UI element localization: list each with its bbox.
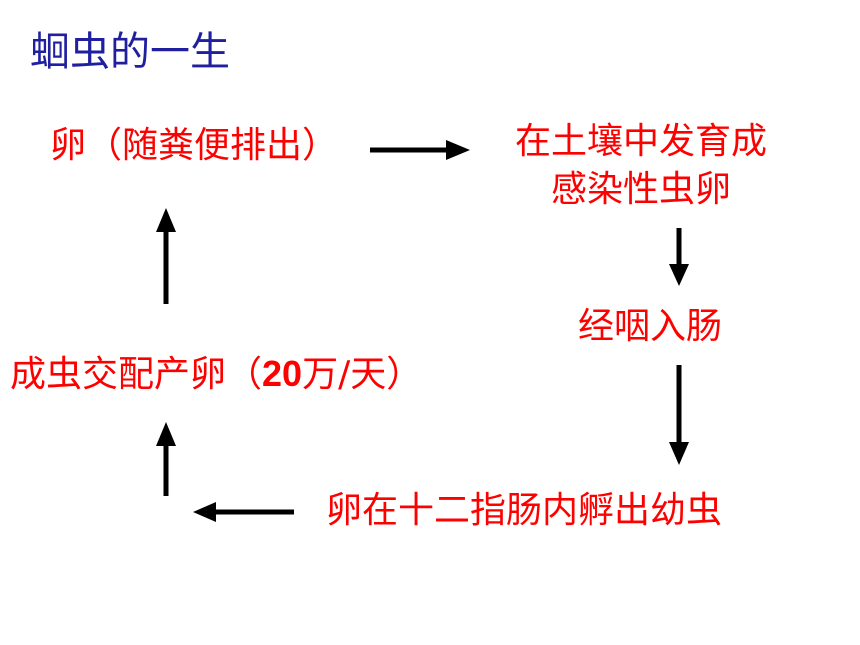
arrow-up-to-egg (156, 208, 176, 304)
arrow-down-to-pharynx (669, 228, 689, 286)
node-soil-line2: 感染性虫卵 (550, 169, 731, 210)
arrow-right-to-soil (370, 140, 470, 160)
page-title: 蛔虫的一生 (30, 29, 230, 75)
node-soil-line1: 在土壤中发育成 (514, 121, 767, 162)
adult-text-suffix: 万/天） (302, 354, 423, 395)
arrow-left-from-duodenum (193, 502, 294, 522)
node-adult-mating: 成虫交配产卵（20万/天） (10, 350, 422, 399)
node-duodenum-hatching: 卵在十二指肠内孵出幼虫 (326, 490, 723, 531)
node-soil-development: 在土壤中发育成 感染性虫卵 (488, 118, 794, 214)
arrow-up-to-adult (156, 422, 176, 496)
adult-text-prefix: 成虫交配产卵（ (10, 354, 263, 395)
arrow-down-to-duodenum (669, 365, 689, 465)
adult-egg-count: 20 (262, 353, 303, 394)
node-pharynx-intestine: 经咽入肠 (578, 306, 723, 347)
node-egg-excreted: 卵（随粪便排出） (50, 125, 339, 166)
